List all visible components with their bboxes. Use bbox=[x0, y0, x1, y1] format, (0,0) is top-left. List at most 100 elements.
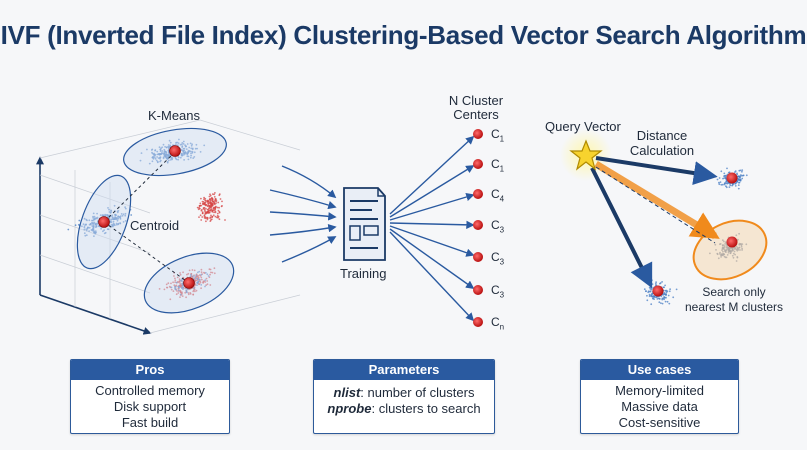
scatter-point bbox=[103, 229, 105, 232]
scatter-point bbox=[191, 148, 194, 151]
scatter-point bbox=[111, 216, 114, 218]
scatter-point bbox=[124, 206, 126, 209]
scatter-point bbox=[146, 148, 148, 151]
scatter-point bbox=[92, 215, 94, 218]
scatter-point bbox=[651, 283, 654, 285]
scatter-point bbox=[198, 270, 201, 273]
scatter-point bbox=[197, 276, 200, 279]
use-case-item: Massive data bbox=[621, 399, 698, 414]
scatter-point bbox=[168, 155, 170, 158]
scatter-point bbox=[159, 149, 162, 151]
scatter-point bbox=[185, 291, 188, 293]
scatter-point bbox=[716, 253, 719, 256]
scatter-point bbox=[727, 246, 730, 249]
scatter-point bbox=[203, 196, 206, 199]
scatter-point bbox=[167, 159, 170, 162]
scatter-point bbox=[664, 284, 666, 287]
query-centroids bbox=[652, 172, 738, 297]
scatter-point bbox=[722, 254, 724, 257]
scatter-point bbox=[727, 249, 729, 251]
scatter-point bbox=[190, 144, 193, 147]
scatter-point bbox=[218, 218, 221, 221]
scatter-point bbox=[77, 223, 80, 226]
scatter-point bbox=[193, 269, 196, 272]
scatter-point bbox=[726, 182, 729, 185]
scatter-point bbox=[719, 243, 721, 246]
scatter-point bbox=[181, 285, 184, 287]
scatter-point bbox=[189, 273, 192, 276]
scatter-point bbox=[646, 299, 649, 302]
scatter-point bbox=[190, 152, 192, 155]
scatter-point bbox=[88, 230, 90, 233]
scatter-point bbox=[732, 183, 734, 186]
scatter-point bbox=[85, 228, 88, 231]
query-star-icon bbox=[569, 139, 603, 171]
scatter-point bbox=[189, 275, 192, 278]
scatter-point bbox=[729, 252, 732, 255]
scatter-point bbox=[733, 250, 736, 253]
scatter-point bbox=[727, 251, 730, 254]
scatter-point bbox=[175, 143, 177, 146]
scatter-point bbox=[206, 208, 209, 211]
scatter-point bbox=[731, 254, 734, 257]
scatter-point bbox=[215, 205, 217, 208]
scatter-point bbox=[714, 243, 717, 246]
center-label: Cn bbox=[491, 315, 505, 332]
scatter-point bbox=[718, 177, 721, 179]
scatter-point bbox=[177, 156, 180, 159]
scatter-point bbox=[655, 296, 658, 298]
scatter-point bbox=[650, 295, 653, 298]
scatter-point bbox=[215, 199, 218, 202]
query-arrows bbox=[590, 156, 720, 289]
scatter-point bbox=[174, 157, 177, 160]
training-icon bbox=[343, 187, 386, 261]
scatter-point bbox=[721, 183, 724, 186]
scatter-point bbox=[666, 300, 669, 303]
scatter-point bbox=[193, 156, 196, 158]
scatter-point bbox=[210, 214, 212, 217]
scatter-point bbox=[180, 143, 183, 146]
scatter-point bbox=[163, 148, 166, 151]
scatter-point bbox=[124, 214, 127, 217]
scatter-point bbox=[109, 212, 112, 214]
scatter-point bbox=[734, 253, 736, 256]
scatter-point bbox=[169, 159, 172, 161]
scatter-point bbox=[723, 172, 726, 175]
centroids bbox=[98, 145, 195, 289]
scatter-point bbox=[191, 150, 194, 153]
scatter-point bbox=[95, 225, 98, 228]
scatter-point bbox=[205, 284, 208, 286]
scatter-point bbox=[194, 147, 197, 150]
scatter-point bbox=[207, 202, 210, 205]
scatter-point bbox=[199, 214, 202, 217]
scatter-point bbox=[650, 288, 653, 291]
scatter-point bbox=[179, 289, 182, 292]
scatter-point bbox=[176, 276, 179, 279]
scatter-point bbox=[124, 220, 127, 222]
scatter-point bbox=[210, 218, 213, 221]
scatter-point bbox=[737, 184, 740, 187]
scatter-point bbox=[93, 222, 95, 225]
parameters-box: Parameters nlist: number of clusters npr… bbox=[313, 359, 495, 434]
scatter-point bbox=[646, 294, 648, 297]
scatter-point bbox=[219, 198, 222, 200]
scatter-point bbox=[672, 296, 675, 299]
scatter-point bbox=[745, 243, 748, 246]
scatter-point bbox=[739, 175, 742, 178]
scatter-point bbox=[199, 281, 202, 284]
scatter-point bbox=[212, 214, 215, 217]
scatter-point bbox=[165, 146, 168, 149]
scatter-point bbox=[151, 160, 154, 163]
scatter-point bbox=[211, 199, 214, 201]
scatter-point bbox=[177, 144, 179, 147]
scatter-point bbox=[177, 288, 180, 290]
scatter-point bbox=[200, 197, 202, 200]
scatter-point bbox=[719, 181, 722, 184]
scatter-point bbox=[156, 153, 159, 156]
scatter-point bbox=[203, 198, 205, 201]
scatter-point bbox=[180, 149, 183, 151]
scatter-point bbox=[648, 295, 651, 298]
scatter-point bbox=[719, 253, 721, 255]
scatter-point bbox=[728, 186, 731, 189]
scatter-point bbox=[669, 288, 671, 291]
